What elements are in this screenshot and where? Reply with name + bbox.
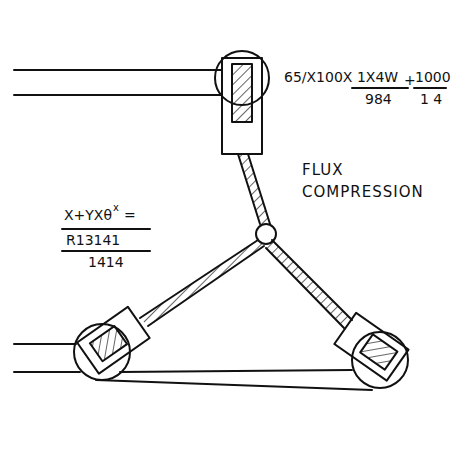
formula-text: 984 bbox=[365, 92, 392, 107]
wire bbox=[14, 69, 222, 71]
wire bbox=[14, 371, 80, 373]
fraction-bar bbox=[62, 250, 150, 252]
wire bbox=[14, 343, 76, 345]
formula-text: 1414 bbox=[88, 255, 124, 270]
tube bbox=[238, 154, 270, 224]
wire bbox=[96, 380, 372, 390]
tube bbox=[140, 240, 264, 326]
fraction-bar bbox=[62, 228, 150, 230]
note-text: FLUX COMPRESSION bbox=[302, 160, 437, 204]
wire bbox=[120, 370, 352, 372]
formula-text: 1000 bbox=[415, 70, 451, 85]
electrode-ring bbox=[352, 332, 408, 388]
wire bbox=[14, 94, 222, 96]
fraction-bar bbox=[352, 87, 408, 89]
formula-text: R13141 bbox=[66, 233, 120, 248]
formula-text: x bbox=[113, 202, 119, 213]
formula-text: 65/X100X 1X4W bbox=[284, 70, 398, 85]
electrode-ring bbox=[215, 51, 269, 105]
electrode-core bbox=[232, 64, 252, 122]
formula-text: = bbox=[124, 208, 136, 223]
formula-text: X+YXθ bbox=[64, 208, 112, 223]
formula-text: 1 4 bbox=[420, 92, 442, 107]
electrode-housing bbox=[77, 307, 150, 374]
tube bbox=[266, 240, 352, 328]
formula-text: + bbox=[404, 73, 416, 88]
fraction-bar bbox=[414, 87, 446, 89]
electrode-core bbox=[360, 334, 397, 369]
